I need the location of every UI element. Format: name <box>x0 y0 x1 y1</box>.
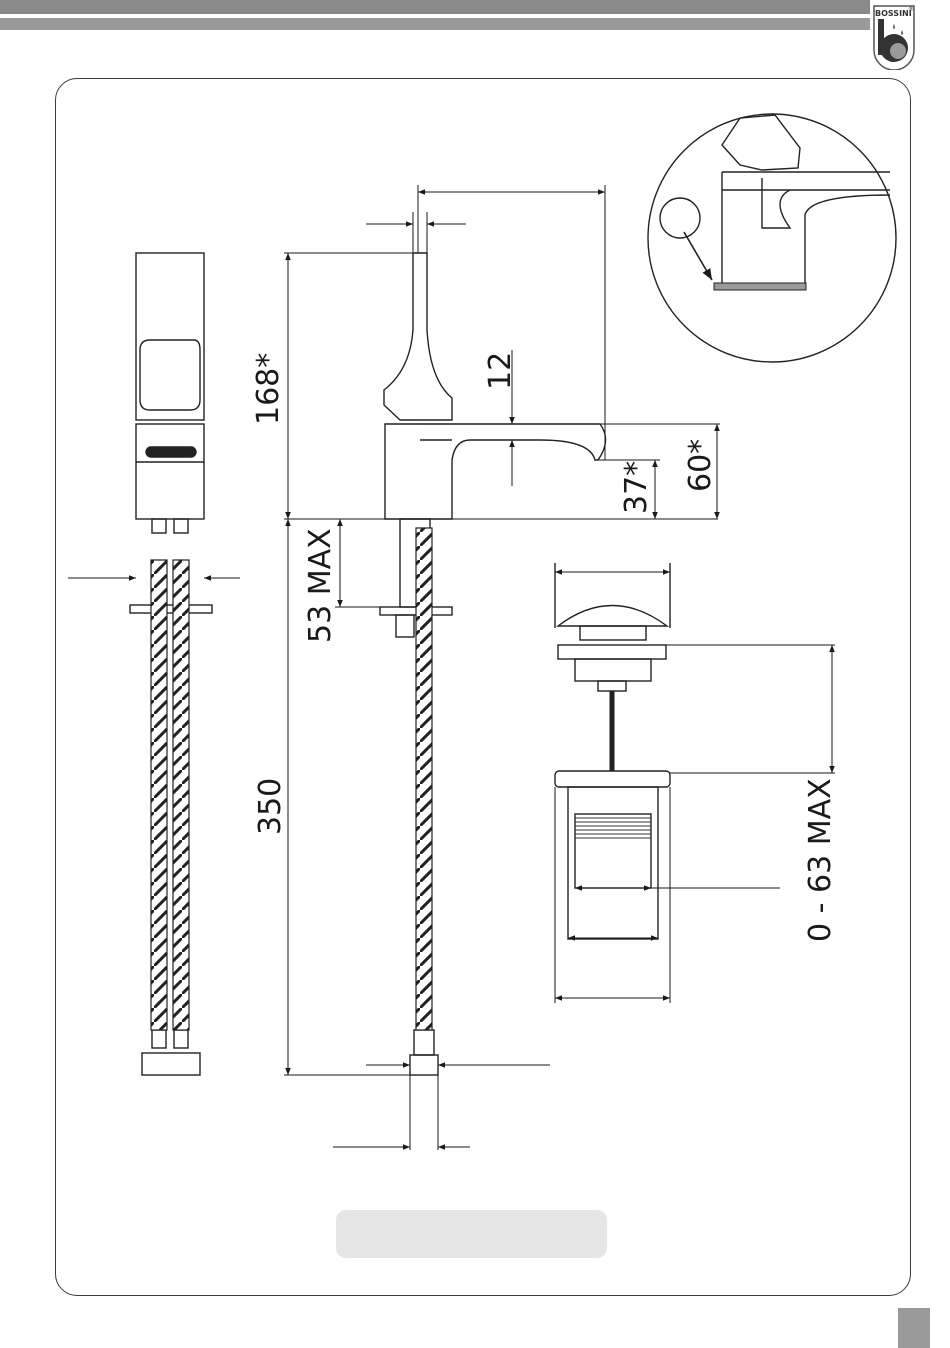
front-aerator <box>146 447 196 457</box>
front-lever <box>136 253 204 420</box>
waste-thread-lines <box>575 818 651 838</box>
front-mounting-plate <box>130 605 212 613</box>
detail-body-inner <box>762 178 790 228</box>
front-hose-end-left <box>152 1030 166 1048</box>
caption-box <box>336 1210 607 1258</box>
dim-height-total: 168* <box>251 353 286 425</box>
waste-flange <box>558 645 666 659</box>
front-fitting <box>142 1053 200 1075</box>
front-hose-nut-right <box>174 519 188 533</box>
detail-body <box>722 172 890 285</box>
detail-gasket <box>714 283 806 290</box>
page-tab <box>898 1308 930 1348</box>
dim-hose-length: 350 <box>253 778 288 835</box>
side-fitting <box>410 1055 438 1075</box>
waste-cap <box>558 606 667 627</box>
detail-view <box>648 114 896 362</box>
detail-lever <box>722 115 800 170</box>
waste-thread-zone <box>575 814 651 888</box>
front-view <box>130 253 212 1075</box>
waste-cap-ring <box>580 626 646 640</box>
waste-tube <box>568 787 658 939</box>
side-lever <box>384 253 452 420</box>
waste-seat <box>555 771 670 787</box>
dim-waste-adjust: 0 - 63 MAX <box>803 778 838 942</box>
front-lever-recess <box>140 340 200 410</box>
detail-callout <box>660 198 700 238</box>
dim-deck-thickness: 53 MAX <box>303 528 338 643</box>
side-dimensions <box>284 185 720 1150</box>
dim-spout-height: 60* <box>683 439 718 492</box>
side-hose <box>416 528 432 1030</box>
front-hose-left <box>151 560 167 1030</box>
front-hose-right <box>173 560 189 1030</box>
side-nut <box>396 615 414 637</box>
waste-pin <box>598 681 626 691</box>
side-hose-end <box>414 1030 434 1055</box>
waste-body <box>575 659 651 681</box>
side-body-spout <box>385 424 606 519</box>
front-hose-nut-left <box>152 519 166 533</box>
dim-spout-clearance: 37* <box>619 461 654 514</box>
dim-spout-thickness: 12 <box>483 352 518 390</box>
front-hose-end-right <box>174 1030 188 1048</box>
front-body <box>136 424 204 519</box>
